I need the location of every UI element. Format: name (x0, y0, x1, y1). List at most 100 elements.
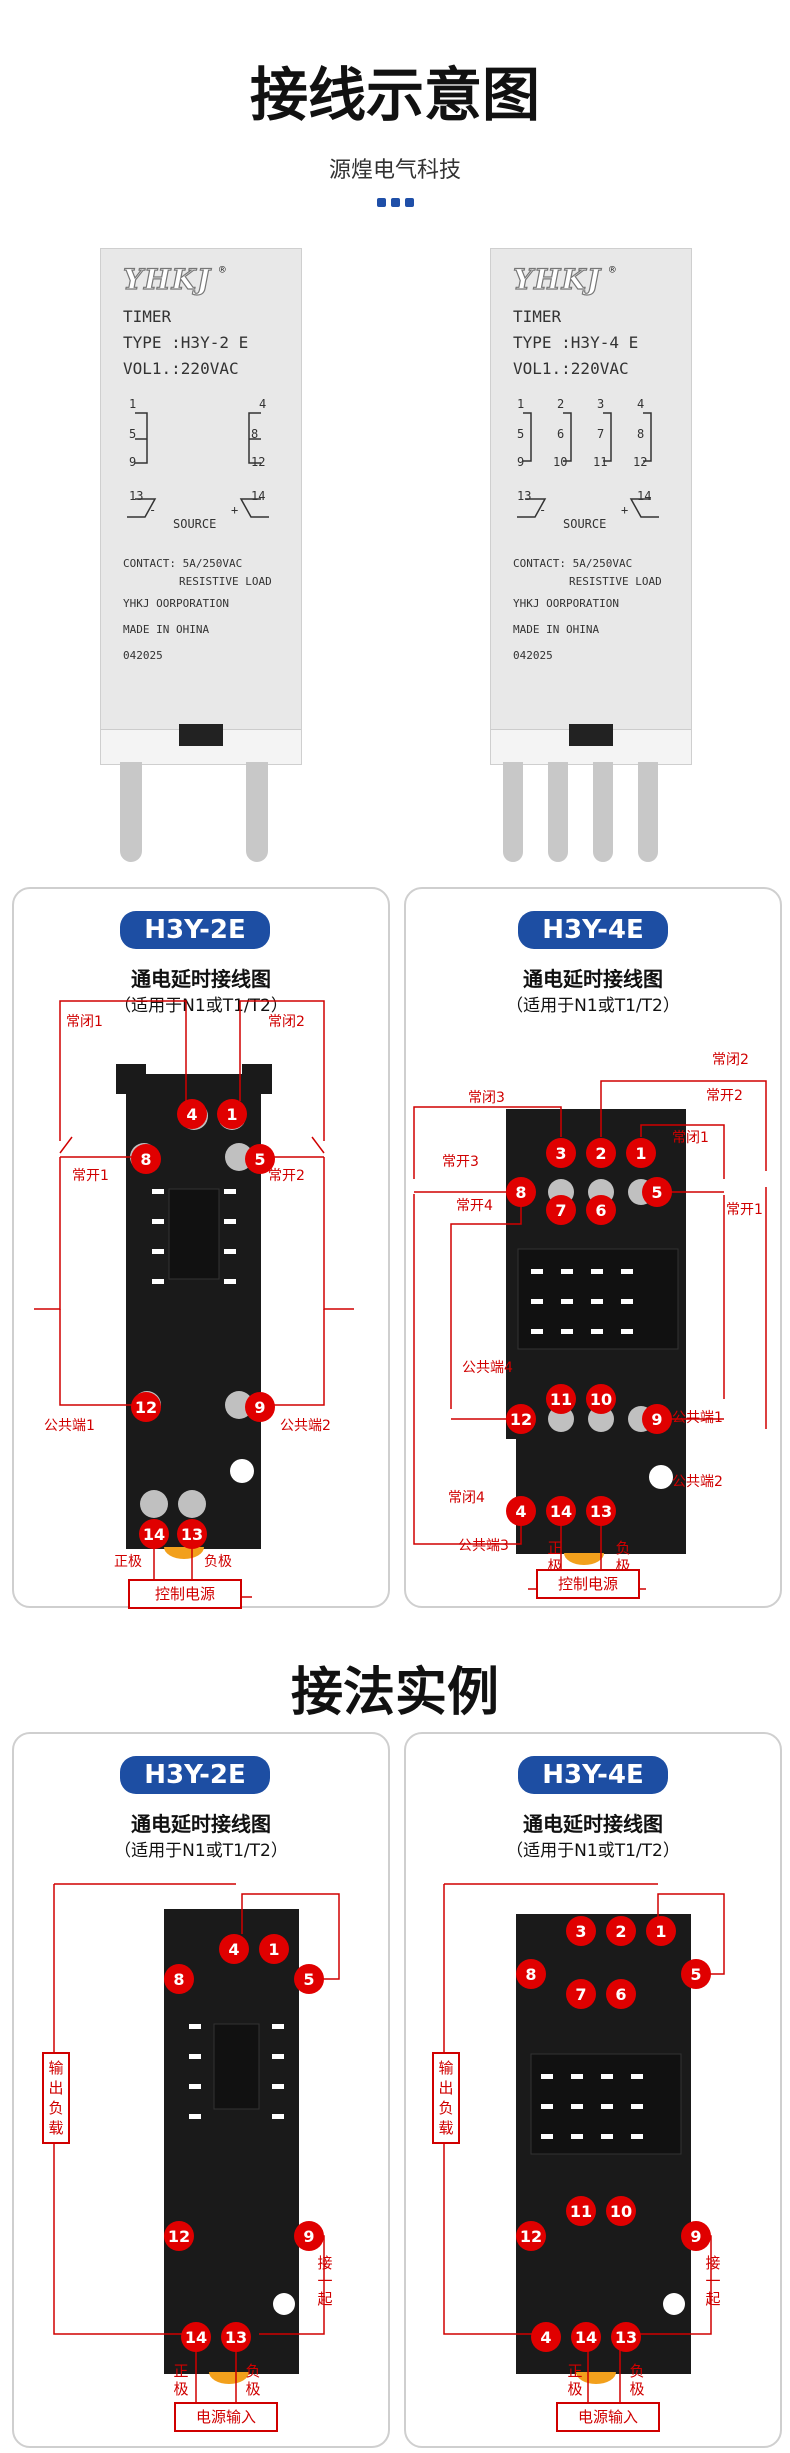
source-plus: + (231, 503, 239, 517)
page-subtitle: 源煌电气科技 (328, 158, 461, 183)
label-com1: 公共端1 (672, 1410, 723, 1426)
card-title: 通电延时接线图 (523, 967, 663, 991)
terminal-9: 9 (681, 2221, 711, 2251)
pin-9: 9 (129, 455, 137, 469)
terminal-3: 3 (566, 1916, 596, 1946)
terminal-10: 10 (586, 1384, 616, 1414)
relay-pin (246, 762, 268, 862)
label-com2: 公共端2 (280, 1418, 331, 1434)
relay-pin (503, 762, 523, 862)
terminal-13: 13 (221, 2322, 251, 2352)
model-badge: H3Y-4E (518, 1756, 668, 1794)
output-load-box: 输出负载 (42, 2052, 70, 2144)
terminal-2: 2 (586, 1138, 616, 1168)
terminal-1: 1 (646, 1916, 676, 1946)
example-card-h3y-2e: H3Y-2E 通电延时接线图 （适用于N1或T1/T2） 4 1 8 5 12 … (12, 1732, 390, 2448)
relay-pin-diagram (517, 412, 659, 518)
terminal-11: 11 (566, 2196, 596, 2226)
terminal-4: 4 (219, 1934, 249, 1964)
control-power-box: 控制电源 (536, 1569, 640, 1599)
card-title: 通电延时接线图 (131, 1812, 271, 1836)
label-jump: 接一起 (705, 2254, 721, 2308)
terminal-14: 14 (571, 2322, 601, 2352)
terminal-1: 1 (626, 1138, 656, 1168)
card-title: 通电延时接线图 (523, 1812, 663, 1836)
label-no2: 常开2 (268, 1168, 305, 1184)
registered-mark: ® (219, 263, 226, 276)
pin-11: 11 (593, 455, 608, 469)
pin-8: 8 (637, 427, 645, 441)
pin-4: 4 (259, 397, 267, 411)
relay-voltage: VOL1.:220VAC (123, 359, 239, 378)
source-label: SOURCE (563, 517, 607, 531)
label-nc1: 常闭1 (672, 1130, 709, 1146)
terminal-5: 5 (294, 1964, 324, 1994)
label-nc2: 常闭2 (268, 1014, 305, 1030)
relay-code: 042025 (123, 649, 163, 662)
relay-label-timer: TIMER (123, 307, 172, 326)
terminal-3: 3 (546, 1138, 576, 1168)
source-label: SOURCE (173, 517, 217, 531)
pin-12: 12 (251, 455, 266, 469)
label-no3: 常开3 (442, 1154, 479, 1170)
terminal-8: 8 (131, 1144, 161, 1174)
pin-1: 1 (129, 397, 137, 411)
section-title: 接法实例 (290, 1663, 499, 1723)
label-nc3: 常闭3 (468, 1090, 505, 1106)
model-badge: H3Y-4E (518, 911, 668, 949)
relay-pin-diagram (127, 412, 269, 518)
terminal-6: 6 (586, 1195, 616, 1225)
relay-made-in: MADE IN OHINA (123, 623, 210, 636)
model-badge: H3Y-2E (120, 1756, 270, 1794)
label-no1: 常开1 (726, 1202, 763, 1218)
label-positive: 正极 (567, 2362, 583, 2398)
pin-13: 13 (129, 489, 144, 503)
relay-h3y-4e: YHKJ ® TIMER TYPE :H3Y-4 E VOL1.:220VAC … (490, 248, 692, 765)
relay-type: TYPE :H3Y-2 E (123, 333, 249, 352)
title-dots (0, 198, 790, 207)
wiring-diagram (34, 1000, 354, 1598)
card-title: 通电延时接线图 (131, 967, 271, 991)
brand-logo: YHKJ (122, 262, 212, 296)
terminal-13: 13 (177, 1519, 207, 1549)
label-nc2: 常闭2 (712, 1052, 749, 1068)
label-jump: 接一起 (317, 2254, 333, 2308)
pin-10: 10 (553, 455, 568, 469)
terminal-9: 9 (294, 2221, 324, 2251)
terminal-13: 13 (611, 2322, 641, 2352)
relay-h3y-2e: YHKJ ® TIMER TYPE :H3Y-2 E VOL1.:220VAC … (100, 248, 302, 765)
terminal-8: 8 (516, 1959, 546, 1989)
terminal-1: 1 (259, 1934, 289, 1964)
terminal-12: 12 (516, 2221, 546, 2251)
control-power-box: 控制电源 (128, 1579, 242, 1609)
pin-8: 8 (251, 427, 259, 441)
pin-3: 3 (597, 397, 605, 411)
label-positive: 正极 (114, 1554, 142, 1570)
relay-made-in: MADE IN OHINA (513, 623, 600, 636)
pin-12: 12 (633, 455, 648, 469)
label-com3: 公共端3 (458, 1538, 509, 1554)
pin-14: 14 (637, 489, 652, 503)
brand-logo: YHKJ (512, 262, 602, 296)
pin-14: 14 (251, 489, 266, 503)
label-negative: 负极 (629, 2362, 645, 2398)
relay-pin (120, 762, 142, 862)
card-note: （适用于N1或T1/T2） (506, 1841, 680, 1861)
terminal-5: 5 (681, 1959, 711, 1989)
label-nc4: 常闭4 (448, 1490, 485, 1506)
label-no1: 常开1 (72, 1168, 109, 1184)
relay-code: 042025 (513, 649, 553, 662)
terminal-8: 8 (164, 1964, 194, 1994)
terminal-5: 5 (642, 1177, 672, 1207)
pin-9: 9 (517, 455, 525, 469)
wiring-card-h3y-2e: H3Y-2E 通电延时接线图 （适用于N1或T1/T2） 4 1 8 5 12 … (12, 887, 390, 1609)
terminal-8: 8 (506, 1177, 536, 1207)
relay-load: RESISTIVE LOAD (179, 575, 272, 588)
model-badge: H3Y-2E (120, 911, 270, 949)
pin-6: 6 (557, 427, 565, 441)
pin-5: 5 (517, 427, 525, 441)
relay-contact: CONTACT: 5A/250VAC (513, 557, 633, 570)
source-minus: - (539, 503, 547, 517)
terminal-12: 12 (164, 2221, 194, 2251)
label-no4: 常开4 (456, 1198, 493, 1214)
